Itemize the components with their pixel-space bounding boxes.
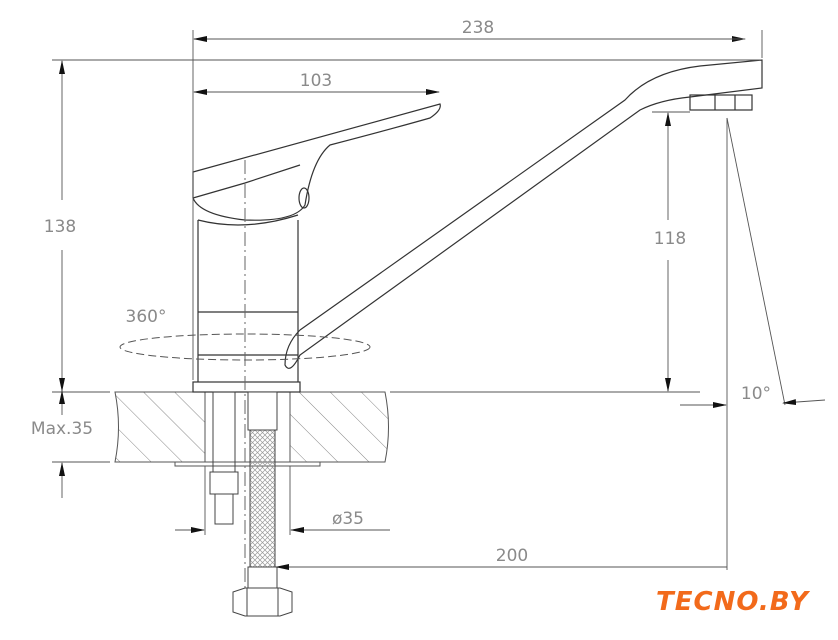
max-thickness-label: Max.35 bbox=[31, 419, 93, 439]
countertop-section bbox=[114, 391, 389, 467]
dim-103-label: 103 bbox=[300, 71, 332, 91]
dim-200-label: 200 bbox=[496, 546, 528, 566]
hole-diameter-label: ø35 bbox=[332, 509, 364, 529]
dim-238-label: 238 bbox=[462, 18, 494, 38]
fixing-rod bbox=[209, 391, 239, 525]
dim-138-label: 138 bbox=[44, 217, 76, 237]
dim-118-label: 118 bbox=[654, 229, 686, 249]
supply-hose bbox=[232, 391, 293, 617]
rotation-ellipse bbox=[119, 333, 371, 361]
angle-label: 10° bbox=[741, 384, 771, 404]
rotation-label: 360° bbox=[126, 307, 167, 327]
tecno-by-logo: TECNO.BY bbox=[656, 587, 809, 617]
faucet-body bbox=[192, 59, 763, 393]
dimension-lines bbox=[52, 30, 826, 570]
